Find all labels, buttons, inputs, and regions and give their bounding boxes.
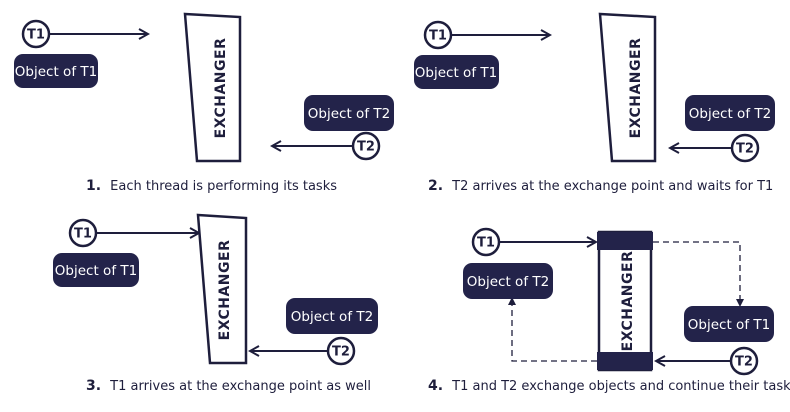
exchanger-bottom-cap	[597, 352, 653, 370]
object-t2-label: Object of T2	[689, 106, 771, 122]
t1-circle	[471, 227, 501, 257]
object-t2-label: Object of T2	[467, 274, 549, 290]
object-t2-box	[463, 263, 553, 299]
caption-3: 3. T1 arrives at the exchange point as w…	[86, 375, 371, 394]
t2-label: T2	[357, 140, 375, 155]
caption-3-number: 3.	[86, 378, 101, 394]
exchanger-box	[196, 213, 248, 365]
exchanger-label: EXCHANGER	[628, 38, 644, 139]
exchanger-label: EXCHANGER	[213, 38, 229, 139]
t1-circle	[68, 218, 98, 248]
caption-1-text: Each thread is performing its tasks	[110, 179, 337, 194]
panel-4: T1 EXCHANGER Object of T2 Object of T1 T…	[428, 227, 790, 394]
exchanger-box	[597, 230, 653, 372]
caption-4-number: 4.	[428, 378, 443, 394]
transfer-to-t1-path	[508, 297, 597, 362]
panel-2: T1 Object of T1 EXCHANGER Object of T2 T…	[414, 12, 775, 194]
object-t1-box	[414, 55, 499, 89]
t1-label: T1	[477, 236, 495, 251]
t2-label: T2	[332, 345, 350, 360]
t1-circle	[423, 20, 453, 50]
t2-circle	[729, 346, 759, 376]
object-t1-label: Object of T1	[55, 263, 137, 279]
caption-2-number: 2.	[428, 178, 443, 194]
t2-label: T2	[736, 142, 754, 157]
t1-label: T1	[74, 227, 92, 242]
object-t1-box	[14, 54, 98, 88]
object-t1-box	[53, 253, 139, 287]
exchanger-label: EXCHANGER	[620, 251, 636, 352]
caption-4-text: T1 and T2 exchange objects and continue …	[451, 379, 790, 394]
object-t1-label: Object of T1	[415, 65, 497, 81]
object-t2-label: Object of T2	[291, 309, 373, 325]
object-t1-box	[684, 306, 774, 342]
caption-4: 4. T1 and T2 exchange objects and contin…	[428, 375, 790, 394]
t2-circle	[326, 336, 356, 366]
panel-3: T1 Object of T1 EXCHANGER Object of T2 T…	[53, 213, 378, 394]
t1-circle	[21, 19, 51, 49]
exchanger-box	[183, 12, 242, 163]
t2-circle	[730, 133, 760, 163]
exchanger-box	[598, 12, 657, 163]
exchanger-label: EXCHANGER	[217, 240, 233, 341]
t2-label: T2	[735, 355, 753, 370]
object-t2-box	[685, 95, 775, 131]
transfer-to-t2-path	[653, 241, 744, 307]
object-t2-label: Object of T2	[308, 106, 390, 122]
t1-label: T1	[27, 28, 45, 43]
t1-label: T1	[429, 29, 447, 44]
caption-2-text: T2 arrives at the exchange point and wai…	[451, 179, 773, 194]
caption-2: 2. T2 arrives at the exchange point and …	[428, 175, 773, 194]
caption-3-text: T1 arrives at the exchange point as well	[109, 379, 371, 394]
object-t2-box	[304, 95, 394, 131]
object-t2-box	[286, 298, 378, 334]
caption-1: 1. Each thread is performing its tasks	[86, 175, 337, 194]
caption-1-number: 1.	[86, 178, 101, 194]
t2-circle	[351, 131, 381, 161]
exchanger-top-cap	[597, 232, 653, 250]
object-t1-label: Object of T1	[15, 64, 97, 80]
object-t1-label: Object of T1	[688, 317, 770, 333]
panel-1: T1 Object of T1 EXCHANGER Object of T2 T…	[14, 12, 394, 194]
